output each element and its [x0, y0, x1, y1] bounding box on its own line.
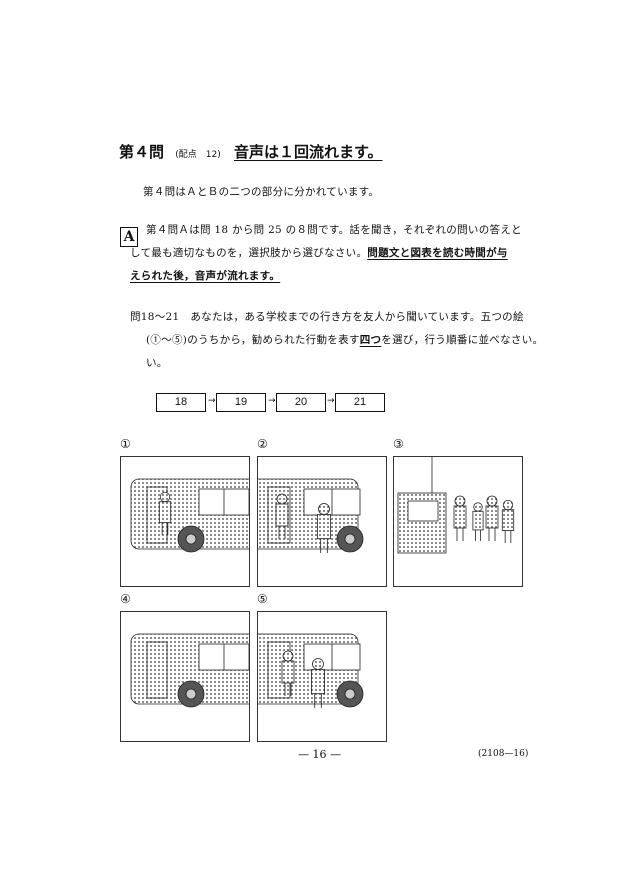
- intro-text: 第４問はＡとＢの二つの部分に分かれています。: [143, 186, 380, 198]
- answer-box-18[interactable]: 18: [156, 393, 206, 412]
- bus-illustration: [130, 633, 262, 708]
- emphasis-four: 四つ: [359, 334, 382, 346]
- picture-1[interactable]: [120, 456, 262, 587]
- question-text-2a: のうちから，勧められた行動を表す: [187, 334, 360, 346]
- section-a-label: A: [120, 227, 138, 247]
- queue-illustration: [397, 457, 515, 554]
- question-line2: (①～⑤)のうちから，勧められた行動を表す四つを選び，行う順番に並べなさい。: [146, 332, 543, 347]
- section-a-line2: して最も適切なものを，選択肢から選びなさい。問題文と図表を読む時間が与: [130, 245, 508, 260]
- picture-label-5: ⑤: [257, 592, 268, 606]
- points: (配点 12): [175, 150, 221, 160]
- picture-2[interactable]: [247, 456, 387, 587]
- answer-box-19[interactable]: 19: [216, 393, 266, 412]
- exam-code: (2108—16): [478, 749, 529, 759]
- section-a-line1: 第４問Ａは問 18 から問 25 の８問です。話を聞き，それぞれの問いの答えと: [146, 224, 522, 236]
- arrow-icon: →: [268, 396, 276, 406]
- bus-illustration: [247, 478, 364, 553]
- picture-label-3: ③: [393, 437, 404, 451]
- section-heading: 第４問 (配点 12) 音声は１回流れます。: [119, 141, 382, 162]
- section-a-line3: えられた後，音声が流れます。: [130, 268, 280, 283]
- section-a-emphasis-2: えられた後，音声が流れます。: [130, 270, 281, 282]
- answer-box-21[interactable]: 21: [335, 393, 385, 412]
- section-a-emphasis: 問題文と図表を読む時間が与: [367, 247, 508, 259]
- arrow-icon: →: [208, 396, 216, 406]
- question-title: 第４問: [119, 143, 165, 161]
- bus-illustration: [130, 478, 262, 553]
- section-a-line2-text: して最も適切なものを，選択肢から選びなさい。: [130, 247, 368, 259]
- choice-range: (①～⑤): [146, 334, 188, 346]
- bus-illustration: [247, 633, 364, 708]
- picture-label-1: ①: [120, 437, 131, 451]
- picture-4[interactable]: [120, 611, 262, 742]
- question-number: 問18～21: [130, 311, 180, 323]
- picture-label-2: ②: [257, 437, 268, 451]
- page-number: — 16 —: [298, 748, 341, 761]
- answer-box-20[interactable]: 20: [276, 393, 326, 412]
- arrow-icon: →: [327, 396, 335, 406]
- picture-label-4: ④: [120, 592, 131, 606]
- picture-5[interactable]: [247, 611, 387, 742]
- audio-note: 音声は１回流れます。: [233, 143, 383, 161]
- question-line1: 問18～21 あなたは，ある学校までの行き方を友人から聞いています。五つの絵: [130, 309, 524, 324]
- question-line3: い。: [146, 357, 168, 369]
- question-text-2b: を選び，行う順番に並べなさい。: [381, 334, 544, 346]
- picture-3[interactable]: [393, 456, 523, 587]
- question-text: あなたは，ある学校までの行き方を友人から聞いています。五つの絵: [190, 311, 524, 323]
